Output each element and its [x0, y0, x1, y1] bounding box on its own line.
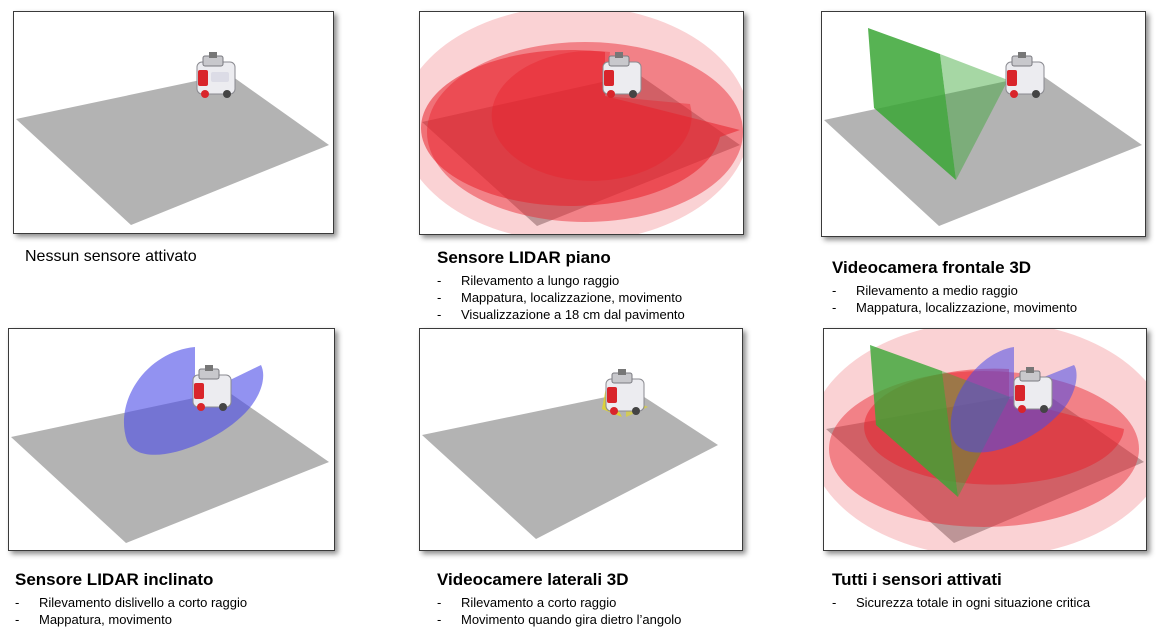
camera-field-left: [868, 28, 956, 180]
caption-no-sensor: Nessun sensore attivato: [25, 247, 197, 267]
camera-field-left: [870, 345, 958, 497]
caption-front-camera: Videocamera frontale 3D -Rilevamento a m…: [832, 258, 1077, 316]
robot-icon: [196, 52, 236, 98]
lidar-inner-field: [421, 49, 740, 206]
caption-bullets: -Rilevamento a corto raggio -Movimento q…: [437, 594, 681, 628]
panel-side-cameras: [419, 328, 743, 551]
caption-title: Tutti i sensori attivati: [832, 570, 1002, 589]
caption-title: Videocamere laterali 3D: [437, 570, 629, 589]
caption-bullets: -Sicurezza totale in ogni situazione cri…: [832, 594, 1090, 611]
caption-lidar-flat: Sensore LIDAR piano -Rilevamento a lungo…: [437, 248, 685, 323]
illustration-no-sensor: [16, 52, 329, 225]
caption-bullet: -Visualizzazione a 18 cm dal pavimento: [437, 307, 685, 322]
caption-bullet: -Rilevamento dislivello a corto raggio: [15, 595, 248, 610]
caption-bullet: -Movimento quando gira dietro l’angolo: [437, 612, 682, 627]
caption-bullet: -Mappatura, movimento: [15, 612, 172, 627]
caption-bullet: -Mappatura, localizzazione, movimento: [832, 300, 1078, 315]
panel-front-camera: [821, 11, 1146, 237]
illustration-lidar-tilted: [11, 347, 329, 543]
floor-plane: [11, 391, 329, 543]
robot-icon: [192, 365, 232, 411]
robot-icon: [605, 369, 645, 415]
caption-bullet: -Sicurezza totale in ogni situazione cri…: [832, 595, 1091, 610]
caption-bullets: -Rilevamento dislivello a corto raggio -…: [15, 594, 247, 628]
caption-bullets: -Rilevamento a lungo raggio -Mappatura, …: [437, 272, 685, 323]
caption-lidar-tilted: Sensore LIDAR inclinato -Rilevamento dis…: [15, 570, 247, 628]
panel-all-sensors: [823, 328, 1147, 551]
floor-plane: [16, 74, 329, 225]
caption-title: Sensore LIDAR piano: [437, 248, 611, 267]
panel-no-sensor: [13, 11, 334, 234]
robot-icon: [1013, 367, 1053, 413]
lidar-inner-sector: [491, 50, 692, 181]
camera-field-right: [940, 54, 1008, 180]
caption-bullet: -Rilevamento a lungo raggio: [437, 273, 620, 288]
illustration-side-cameras: [422, 369, 718, 539]
floor-plane: [422, 391, 718, 539]
caption-side-cameras: Videocamere laterali 3D -Rilevamento a c…: [437, 570, 681, 628]
caption-bullet: -Mappatura, localizzazione, movimento: [437, 290, 683, 305]
caption-bullets: -Rilevamento a medio raggio -Mappatura, …: [832, 282, 1077, 316]
caption-title: Nessun sensore attivato: [25, 248, 197, 265]
panel-lidar-tilted: [8, 328, 335, 551]
caption-title: Videocamera frontale 3D: [832, 258, 1032, 277]
caption-bullet: -Rilevamento a medio raggio: [832, 283, 1018, 298]
illustration-all-sensors: [824, 329, 1146, 550]
illustration-front-camera: [824, 28, 1142, 226]
illustration-lidar-flat: [420, 12, 743, 234]
caption-all-sensors: Tutti i sensori attivati -Sicurezza tota…: [832, 570, 1090, 611]
caption-bullet: -Rilevamento a corto raggio: [437, 595, 617, 610]
panel-lidar-flat: [419, 11, 744, 235]
caption-title: Sensore LIDAR inclinato: [15, 570, 214, 589]
robot-icon: [602, 52, 642, 98]
robot-icon: [1005, 52, 1045, 98]
